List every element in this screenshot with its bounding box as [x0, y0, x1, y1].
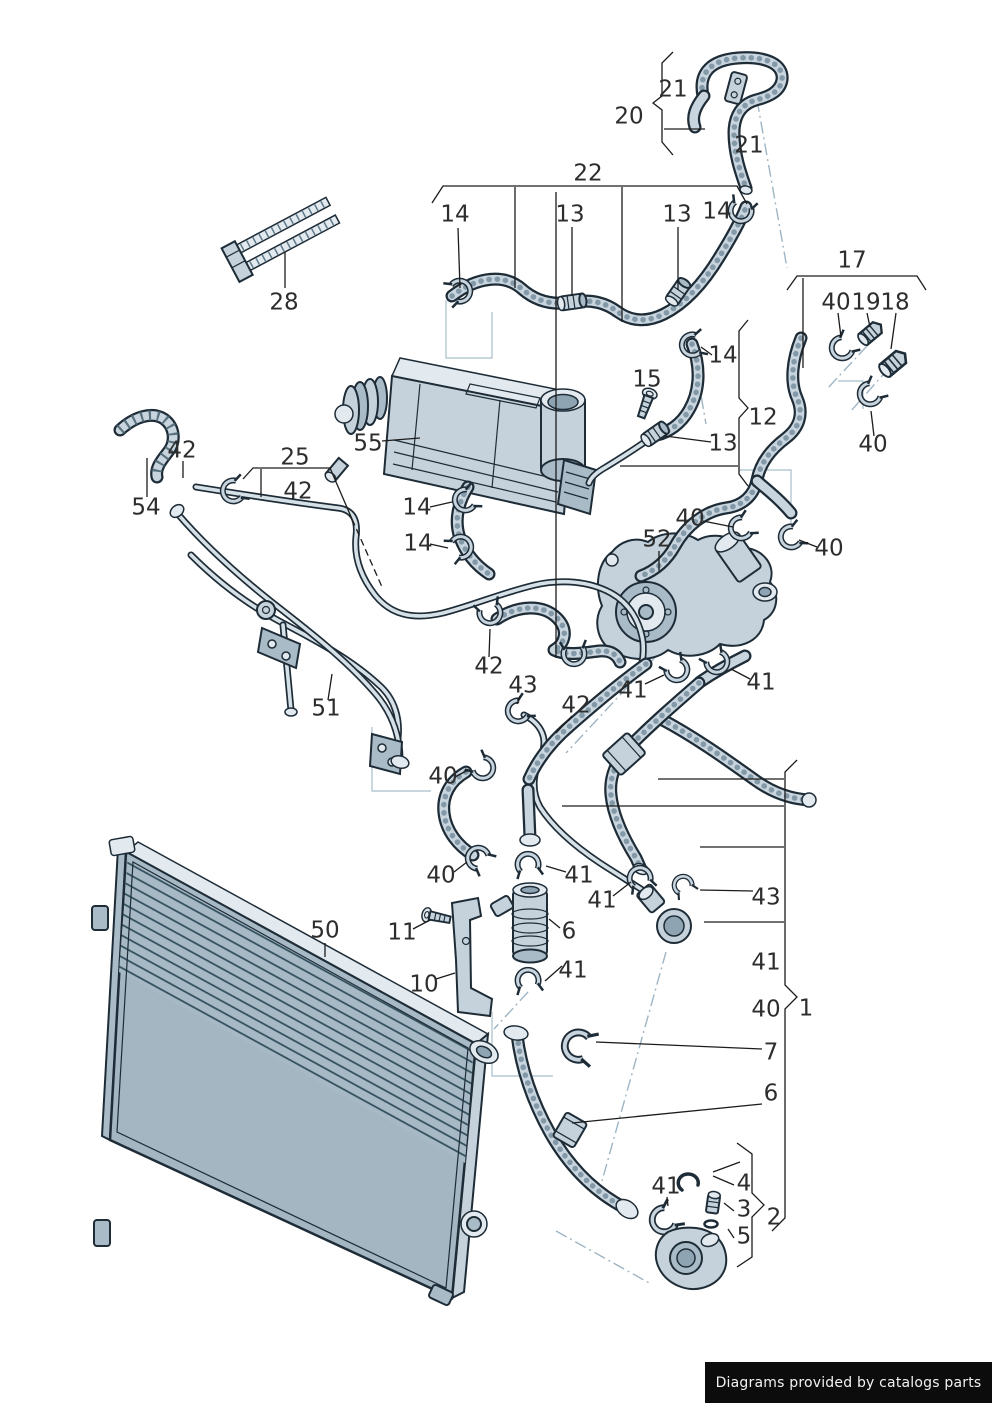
part-callout-41: 41 — [746, 669, 776, 696]
water-pump-illustration — [596, 531, 778, 660]
charge-air-cooler-illustration — [324, 357, 598, 516]
part-callout-13: 13 — [662, 201, 692, 228]
part-callout-3: 3 — [736, 1196, 752, 1223]
part-callout-14: 14 — [708, 342, 738, 369]
part-callout-21: 21 — [658, 76, 688, 103]
part-callout-40: 40 — [821, 289, 851, 316]
part-callout-22: 22 — [573, 160, 603, 187]
part-callout-41: 41 — [618, 677, 648, 704]
part-callout-50: 50 — [310, 917, 340, 944]
part-callout-28: 28 — [269, 289, 299, 316]
part-callout-2: 2 — [766, 1204, 782, 1231]
part-callout-5: 5 — [736, 1223, 752, 1250]
leader-lines — [146, 227, 897, 1239]
part-callout-7: 7 — [763, 1039, 779, 1066]
part-callout-43: 43 — [751, 884, 781, 911]
part-callout-21: 21 — [734, 132, 764, 159]
top-vent-hose-illustration — [694, 58, 783, 195]
part-callout-6: 6 — [561, 918, 577, 945]
coolant-pipes-illustration — [169, 503, 410, 776]
part-callout-40: 40 — [426, 862, 456, 889]
part-callout-25: 25 — [280, 444, 310, 471]
part-callout-13: 13 — [708, 430, 738, 457]
part-callout-17: 17 — [837, 247, 867, 274]
part-callout-1: 1 — [798, 995, 814, 1022]
part-callout-41: 41 — [564, 862, 594, 889]
part-callout-51: 51 — [311, 695, 341, 722]
radiator-illustration — [91, 835, 499, 1307]
part-callout-40: 40 — [675, 505, 705, 532]
part-callout-42: 42 — [561, 692, 591, 719]
part-callout-42: 42 — [474, 653, 504, 680]
part-callout-14: 14 — [402, 494, 432, 521]
part-callout-41: 41 — [558, 957, 588, 984]
construction-lines — [371, 99, 890, 1285]
thermostat-housing-illustration — [646, 1172, 728, 1290]
part-callout-40: 40 — [428, 763, 458, 790]
y-hose-assembly-illustration — [513, 644, 817, 995]
part-callout-14: 14 — [403, 530, 433, 557]
part-callout-20: 20 — [614, 103, 644, 130]
part-callout-18: 18 — [880, 289, 910, 316]
elbow-fitting-illustration — [636, 883, 692, 944]
lower-radiator-hose-illustration — [503, 1024, 639, 1220]
part-callout-40: 40 — [814, 535, 844, 562]
part-callout-40: 40 — [751, 996, 781, 1023]
part-callout-4: 4 — [736, 1170, 752, 1197]
footer-attribution: Diagrams provided by catalogs parts — [705, 1362, 992, 1403]
part-callout-41: 41 — [751, 949, 781, 976]
part-callout-52: 52 — [642, 526, 672, 553]
part-callout-42: 42 — [283, 478, 313, 505]
part-callout-14: 14 — [440, 201, 470, 228]
part-callout-13: 13 — [555, 201, 585, 228]
part-callout-11: 11 — [387, 919, 417, 946]
part-callout-15: 15 — [632, 366, 662, 393]
part-callout-43: 43 — [508, 672, 538, 699]
part-callout-41: 41 — [587, 887, 617, 914]
footer-text: Diagrams provided by catalogs parts — [715, 1374, 982, 1391]
part-callout-14: 14 — [702, 198, 732, 225]
part-callout-41: 41 — [651, 1173, 681, 1200]
cable-tie-illustration — [220, 196, 341, 284]
part-callout-55: 55 — [353, 430, 383, 457]
part-callout-19: 19 — [851, 289, 881, 316]
part-callout-12: 12 — [748, 404, 778, 431]
part-callout-6: 6 — [763, 1080, 779, 1107]
part-callout-10: 10 — [409, 971, 439, 998]
group-brackets — [242, 51, 927, 1268]
part-callout-54: 54 — [131, 494, 161, 521]
part-callout-42: 42 — [167, 437, 197, 464]
part-callout-40: 40 — [858, 431, 888, 458]
connector-and-bracket-illustration — [419, 882, 549, 1018]
